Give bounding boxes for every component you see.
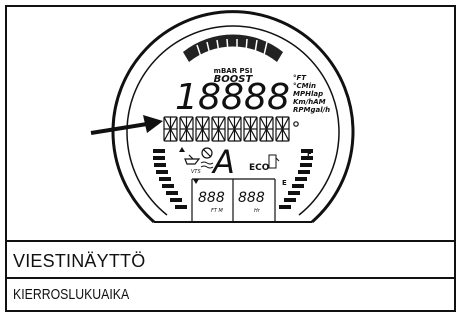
message-display	[163, 116, 299, 142]
svg-text:°CMin: °CMin	[293, 82, 316, 90]
vts-label: VTS	[191, 169, 201, 175]
gauge-illustration: mBAR PSI BOOST 18888 °FT °CMin MPHlap Km…	[90, 10, 355, 224]
left-small-label: FT M	[211, 208, 224, 214]
fuel-empty-label: E	[282, 179, 287, 187]
svg-text:°FT: °FT	[293, 74, 307, 82]
gauge-figure: mBAR PSI BOOST 18888 °FT °CMin MPHlap Km…	[7, 7, 454, 242]
units-stack: °FT °CMin MPHlap Km/hAM RPMgal/h	[293, 74, 330, 114]
svg-text:Km/hAM: Km/hAM	[293, 98, 326, 106]
boat-trim-icon	[184, 154, 201, 165]
trim-down-icon	[193, 179, 199, 184]
left-small-display: 888	[198, 190, 225, 206]
boost-label: BOOST	[214, 74, 254, 85]
svg-text:RPMgal/h: RPMgal/h	[293, 106, 330, 114]
fuel-pump-icon	[268, 154, 280, 169]
main-digit-display: 18888	[175, 77, 290, 118]
water-temp-icon	[200, 161, 214, 169]
engine-icon	[201, 147, 213, 159]
right-small-label: Hr	[254, 208, 261, 214]
table-title-row: VIESTINÄYTTÖ	[7, 242, 454, 279]
fuel-full-label: F	[307, 150, 312, 158]
table-subtitle: KIERROSLUKUAIKA	[13, 286, 130, 303]
left-segment-bar	[153, 149, 187, 209]
table-title: VIESTINÄYTTÖ	[13, 251, 146, 271]
boost-bar	[183, 34, 283, 62]
pointer-arrow-icon	[90, 115, 163, 135]
trim-up-icon	[179, 147, 185, 152]
figure-table: mBAR PSI BOOST 18888 °FT °CMin MPHlap Km…	[5, 5, 456, 312]
table-subtitle-row: KIERROSLUKUAIKA	[7, 279, 454, 310]
svg-text:MPHlap: MPHlap	[293, 90, 323, 98]
gear-indicator: A	[211, 143, 235, 181]
eco-label: ECO	[249, 163, 270, 173]
gauge-inner-ring	[126, 25, 340, 216]
gauge-outline	[111, 10, 355, 224]
fuel-segment-bar	[279, 149, 313, 209]
right-small-display: 888	[238, 190, 265, 206]
boost-units-label: mBAR PSI	[214, 67, 253, 75]
